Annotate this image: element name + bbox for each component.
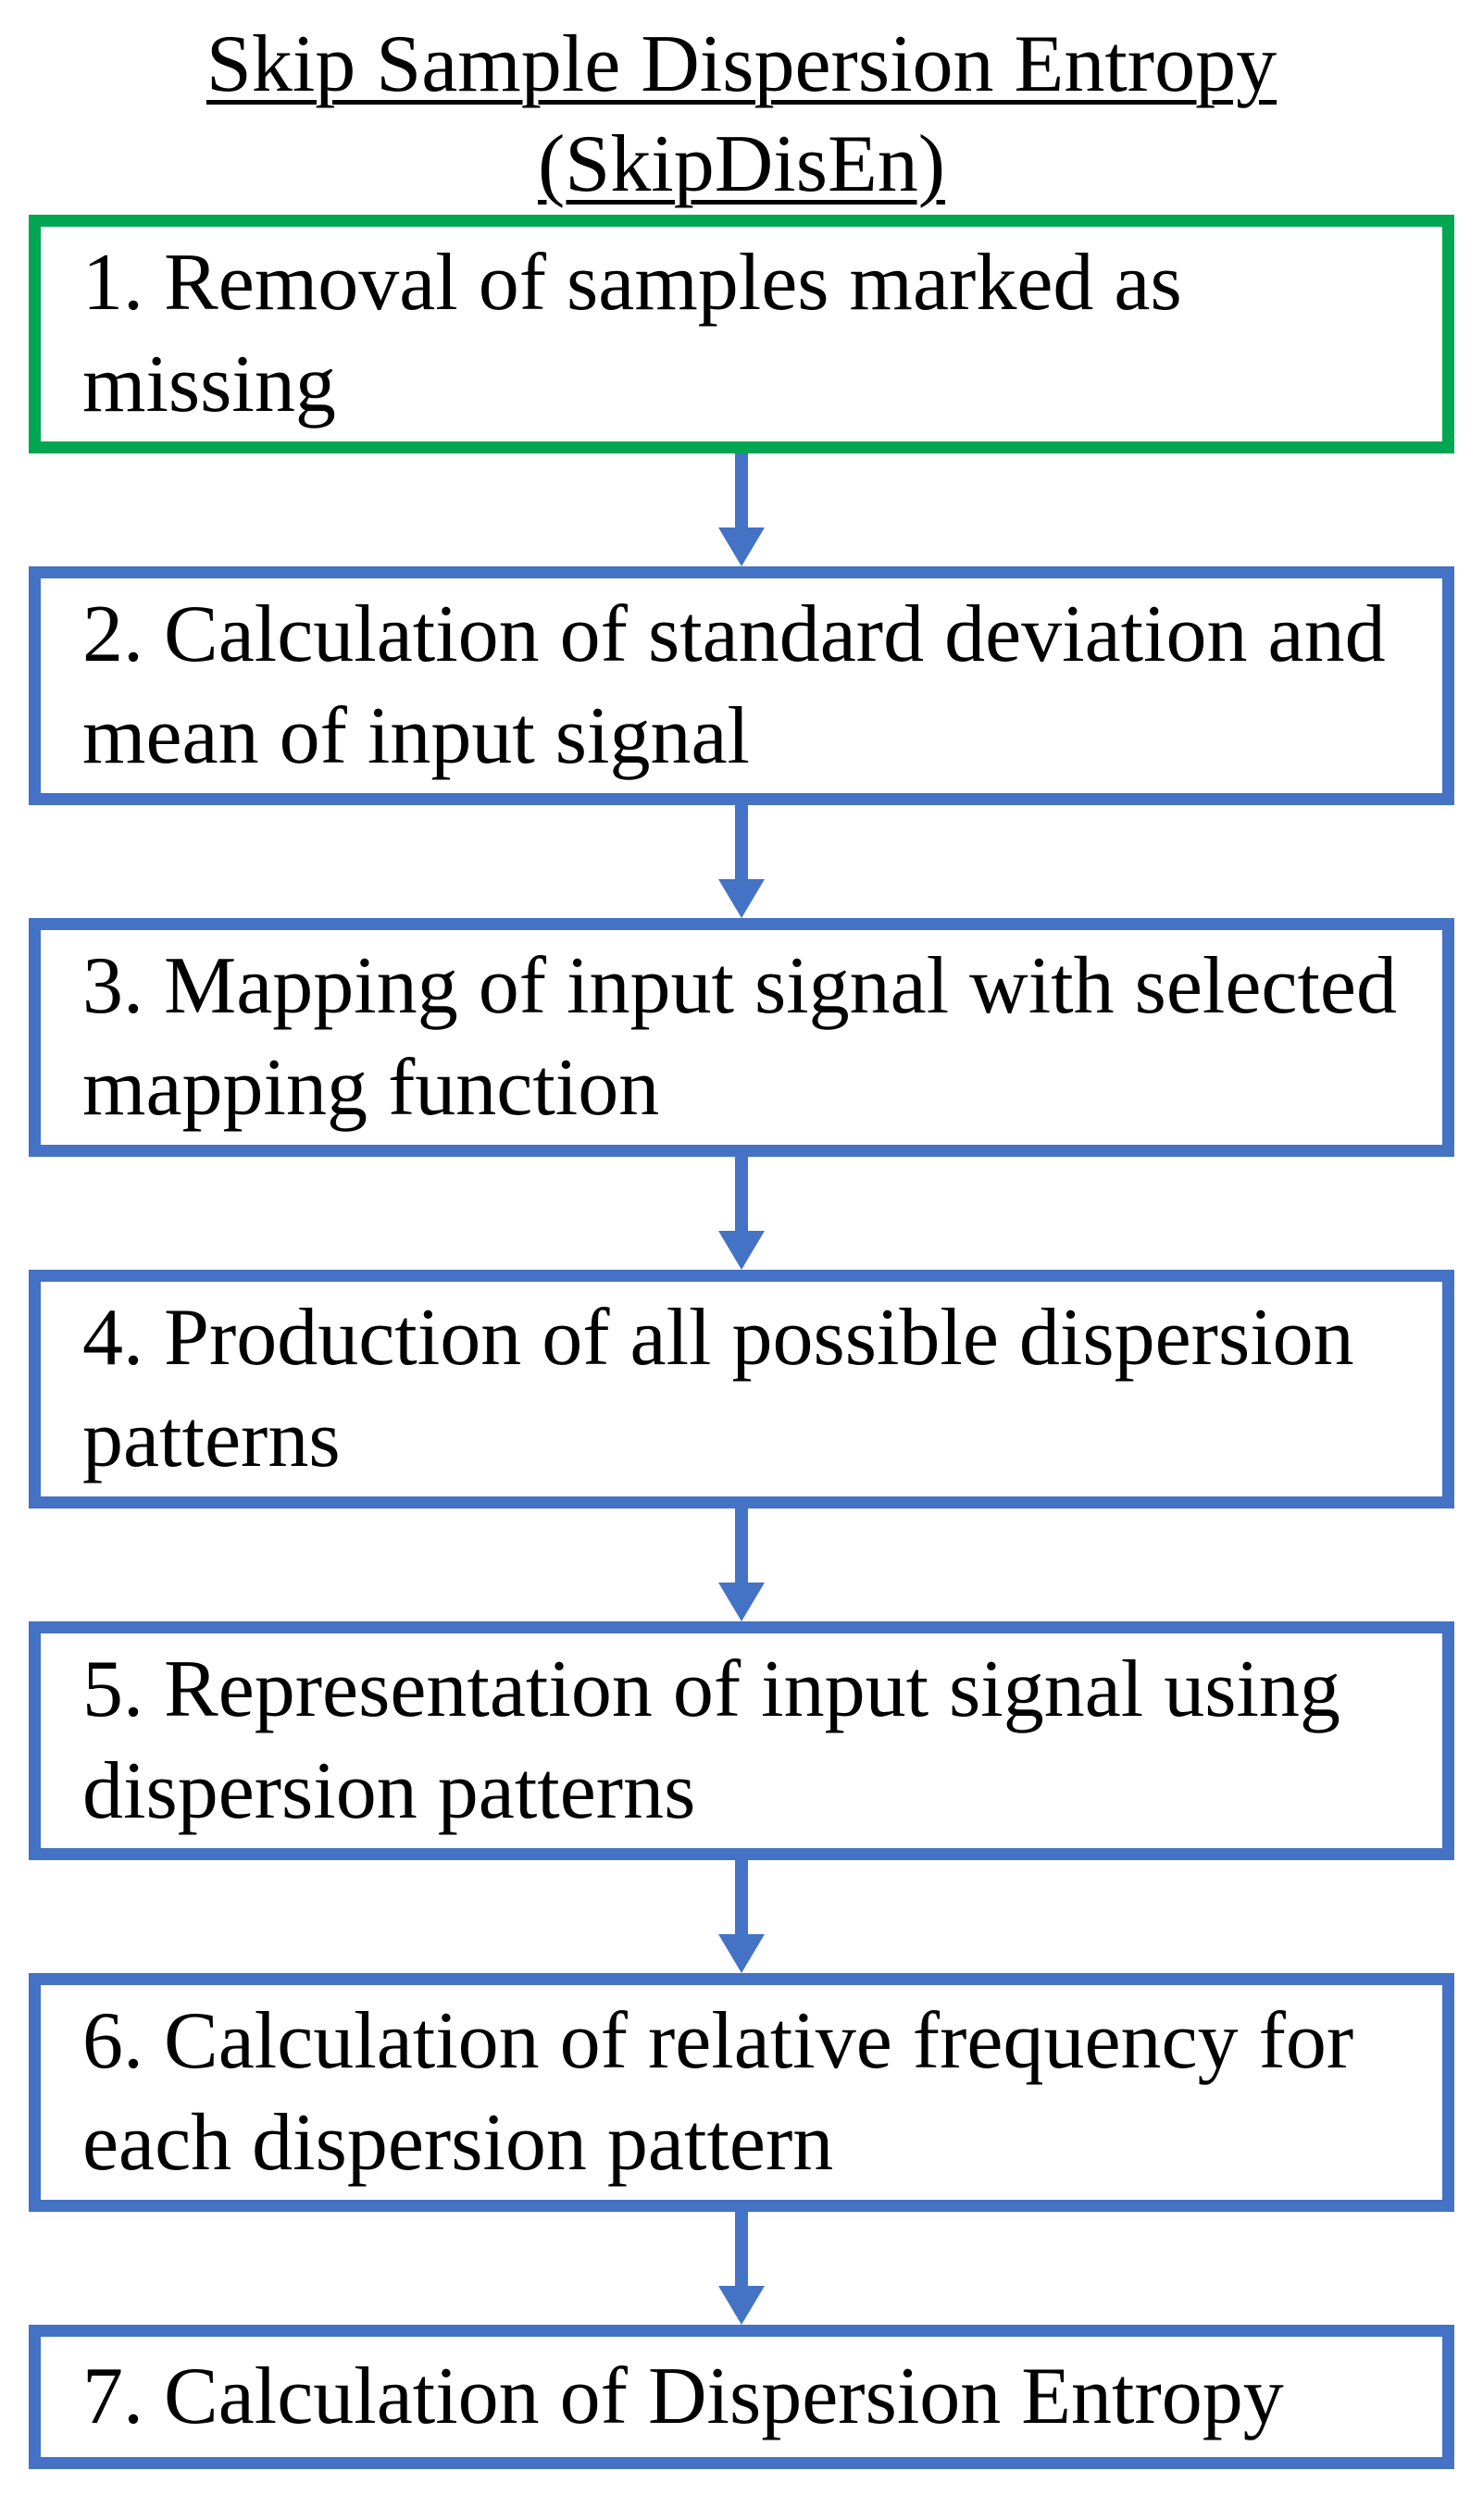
step-2-label: 2. Calculation of standard deviation and… <box>82 590 1386 781</box>
arrow-stem <box>735 1508 748 1583</box>
step-box-5: 5. Representation of input signal using … <box>29 1621 1454 1860</box>
down-arrow-icon <box>0 453 1483 566</box>
step-7-label: 7. Calculation of Dispersion Entropy <box>82 2352 1284 2441</box>
step-box-3: 3. Mapping of input signal with selected… <box>29 918 1454 1157</box>
arrow-stem <box>735 2212 748 2286</box>
down-arrow-icon <box>0 1157 1483 1270</box>
step-4-label: 4. Production of all possible dispersion… <box>82 1293 1354 1484</box>
arrow-head <box>718 528 765 566</box>
down-arrow-icon <box>0 1860 1483 1973</box>
arrow-head <box>718 1231 765 1270</box>
down-arrow-icon <box>0 2212 1483 2325</box>
arrow-head <box>718 1583 765 1621</box>
arrow-stem <box>735 805 748 879</box>
step-1-label: 1. Removal of samples marked as missing <box>82 238 1182 429</box>
step-box-4: 4. Production of all possible dispersion… <box>29 1270 1454 1508</box>
title-line-2: (SkipDisEn) <box>538 119 945 209</box>
down-arrow-icon <box>0 805 1483 918</box>
arrow-stem <box>735 453 748 528</box>
arrow-head <box>718 1934 765 1973</box>
arrow-head <box>718 879 765 918</box>
step-box-1: 1. Removal of samples marked as missing <box>29 215 1454 453</box>
step-3-label: 3. Mapping of input signal with selected… <box>82 941 1397 1133</box>
step-box-6: 6. Calculation of relative frequency for… <box>29 1973 1454 2212</box>
diagram-title: Skip Sample Dispersion Entropy (SkipDisE… <box>0 0 1483 215</box>
arrow-head <box>718 2286 765 2325</box>
step-box-2: 2. Calculation of standard deviation and… <box>29 566 1454 805</box>
title-line-1: Skip Sample Dispersion Entropy <box>206 19 1277 109</box>
arrow-stem <box>735 1860 748 1934</box>
step-box-7: 7. Calculation of Dispersion Entropy <box>29 2325 1454 2469</box>
step-5-label: 5. Representation of input signal using … <box>82 1645 1340 1836</box>
step-6-label: 6. Calculation of relative frequency for… <box>82 1996 1354 2188</box>
down-arrow-icon <box>0 1508 1483 1621</box>
arrow-stem <box>735 1157 748 1231</box>
